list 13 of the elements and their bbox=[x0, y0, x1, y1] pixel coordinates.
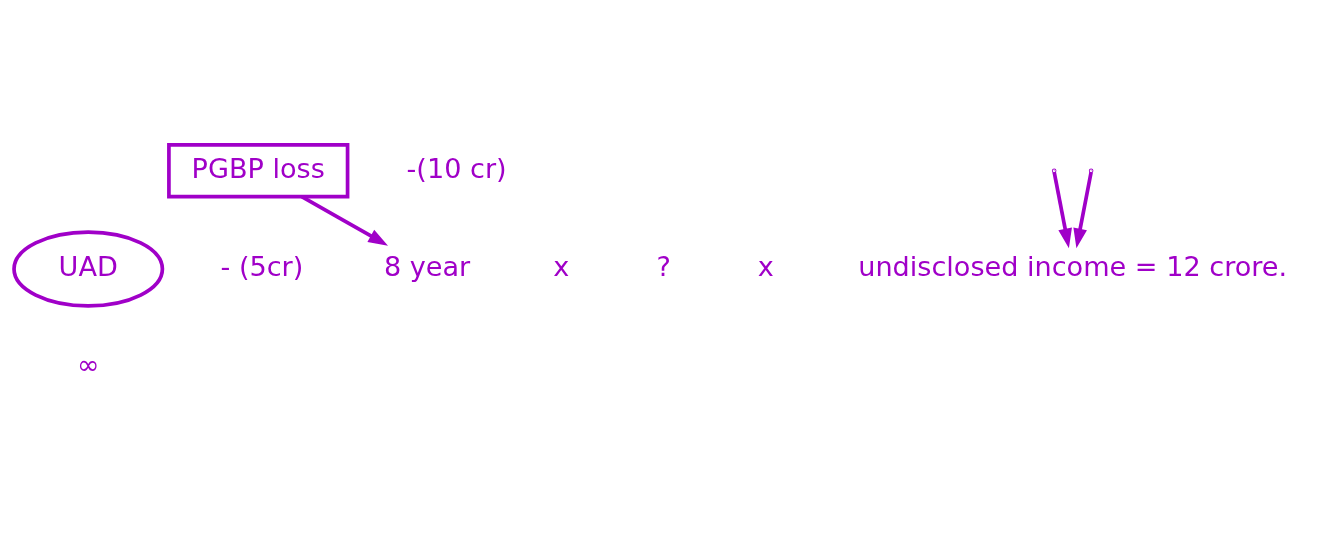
node-text: undisclosed income = 12 crore. bbox=[858, 250, 1288, 282]
label: ? bbox=[656, 250, 671, 282]
node-text: 8 year bbox=[383, 250, 471, 282]
node-label: ∞ bbox=[76, 348, 100, 380]
node-box: PGBP loss bbox=[167, 142, 350, 199]
arrow bbox=[1052, 171, 1072, 248]
label: x bbox=[757, 250, 774, 282]
node-label: -(10 cr) bbox=[406, 152, 507, 184]
node-ellipse: UAD bbox=[12, 229, 165, 308]
arrow bbox=[1073, 171, 1093, 248]
label: x bbox=[553, 250, 570, 282]
node-label: - (5cr) bbox=[220, 250, 304, 282]
arrow bbox=[300, 194, 388, 246]
